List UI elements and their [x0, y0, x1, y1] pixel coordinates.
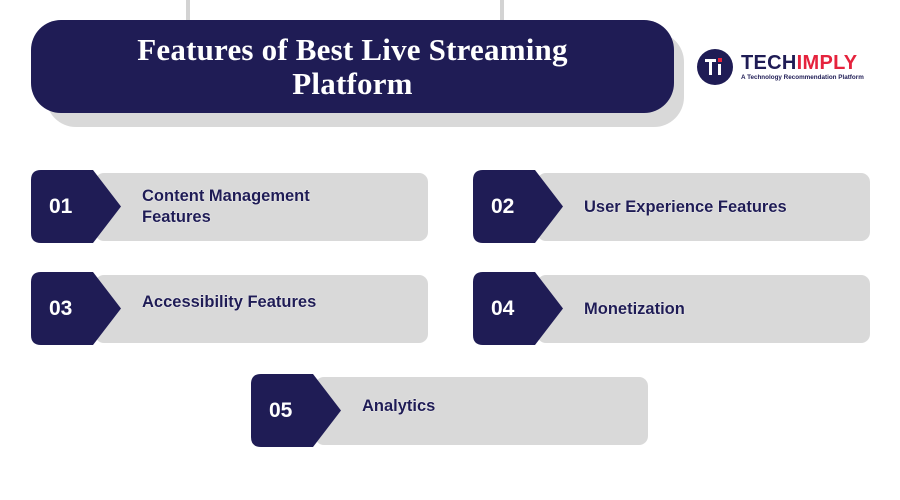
logo-mark-icon	[697, 49, 733, 85]
number-badge: 03	[31, 272, 121, 345]
feature-card-01: 01 Content Management Features	[31, 170, 428, 243]
number-badge: 04	[473, 272, 563, 345]
feature-label: Monetization	[584, 299, 685, 318]
feature-label: User Experience Features	[584, 197, 787, 216]
feature-card-04: 04 Monetization	[473, 272, 870, 345]
feature-label: Accessibility Features	[142, 293, 317, 311]
feature-card-03: 03 Accessibility Features	[31, 272, 428, 345]
techimply-logo: TECHIMPLY A Technology Recommendation Pl…	[697, 49, 864, 85]
logo-name: TECHIMPLY	[741, 52, 858, 74]
number-badge: 05	[251, 374, 341, 447]
feature-label: Analytics	[362, 397, 436, 415]
page-title: Features of Best Live Streaming Platform	[137, 31, 568, 101]
pin-line-right	[500, 0, 504, 38]
feature-label: Content Management Features	[142, 187, 310, 226]
title-banner: Features of Best Live Streaming Platform	[31, 20, 674, 113]
pin-line-left	[186, 0, 190, 38]
number-badge: 01	[31, 170, 121, 243]
number-badge: 02	[473, 170, 563, 243]
logo-tagline: A Technology Recommendation Platform	[741, 74, 864, 81]
feature-card-02: 02 User Experience Features	[473, 170, 870, 243]
feature-card-05: 05 Analytics	[251, 374, 648, 447]
